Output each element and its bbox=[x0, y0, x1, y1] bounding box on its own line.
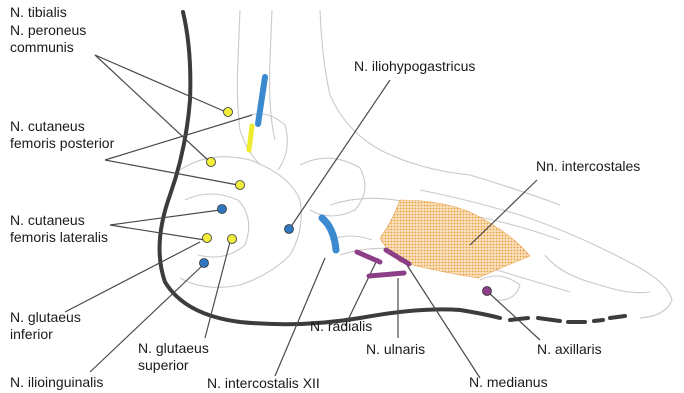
label-peroneus-2: communis bbox=[10, 39, 74, 56]
label-intercostalis-xii: N. intercostalis XII bbox=[207, 375, 320, 392]
point-peroneus bbox=[207, 158, 216, 167]
label-axillaris: N. axillaris bbox=[537, 341, 602, 358]
label-cut-fem-post-2: femoris posterior bbox=[10, 135, 114, 152]
label-medianus: N. medianus bbox=[469, 374, 548, 391]
label-ilioinguinalis: N. ilioinguinalis bbox=[10, 374, 103, 391]
yellow-marker bbox=[249, 126, 252, 150]
point-cut-fem-post bbox=[236, 181, 245, 190]
label-glut-sup-2: superior bbox=[138, 357, 189, 374]
label-intercostales: Nn. intercostales bbox=[536, 158, 640, 175]
label-cut-fem-lat-2: femoris lateralis bbox=[10, 229, 108, 246]
point-iliohypogastricus bbox=[285, 225, 294, 234]
blue-marker-tibialis bbox=[258, 77, 265, 124]
point-tibialis bbox=[224, 108, 233, 117]
purple-marker-ulnaris bbox=[369, 273, 404, 276]
label-iliohypogastricus: N. iliohypogastricus bbox=[354, 58, 475, 75]
label-tibialis: N. tibialis bbox=[10, 4, 67, 21]
label-peroneus-1: N. peroneus bbox=[10, 22, 86, 39]
label-cut-fem-post-1: N. cutaneus bbox=[10, 118, 85, 135]
label-cut-fem-lat-1: N. cutaneus bbox=[10, 212, 85, 229]
blue-marker-intercostalis bbox=[322, 218, 336, 250]
point-axillaris bbox=[483, 287, 492, 296]
label-glut-sup-1: N. glutaeus bbox=[138, 340, 209, 357]
point-ilioinguinalis bbox=[200, 259, 209, 268]
point-glut-sup bbox=[228, 235, 237, 244]
label-glut-inf-2: inferior bbox=[10, 326, 53, 343]
label-radialis: N. radialis bbox=[310, 318, 372, 335]
purple-marker-radialis bbox=[357, 252, 380, 262]
point-glut-inf bbox=[203, 234, 212, 243]
label-ulnaris: N. ulnaris bbox=[366, 341, 425, 358]
label-glut-inf-1: N. glutaeus bbox=[10, 309, 81, 326]
point-cut-fem-lat bbox=[218, 205, 227, 214]
